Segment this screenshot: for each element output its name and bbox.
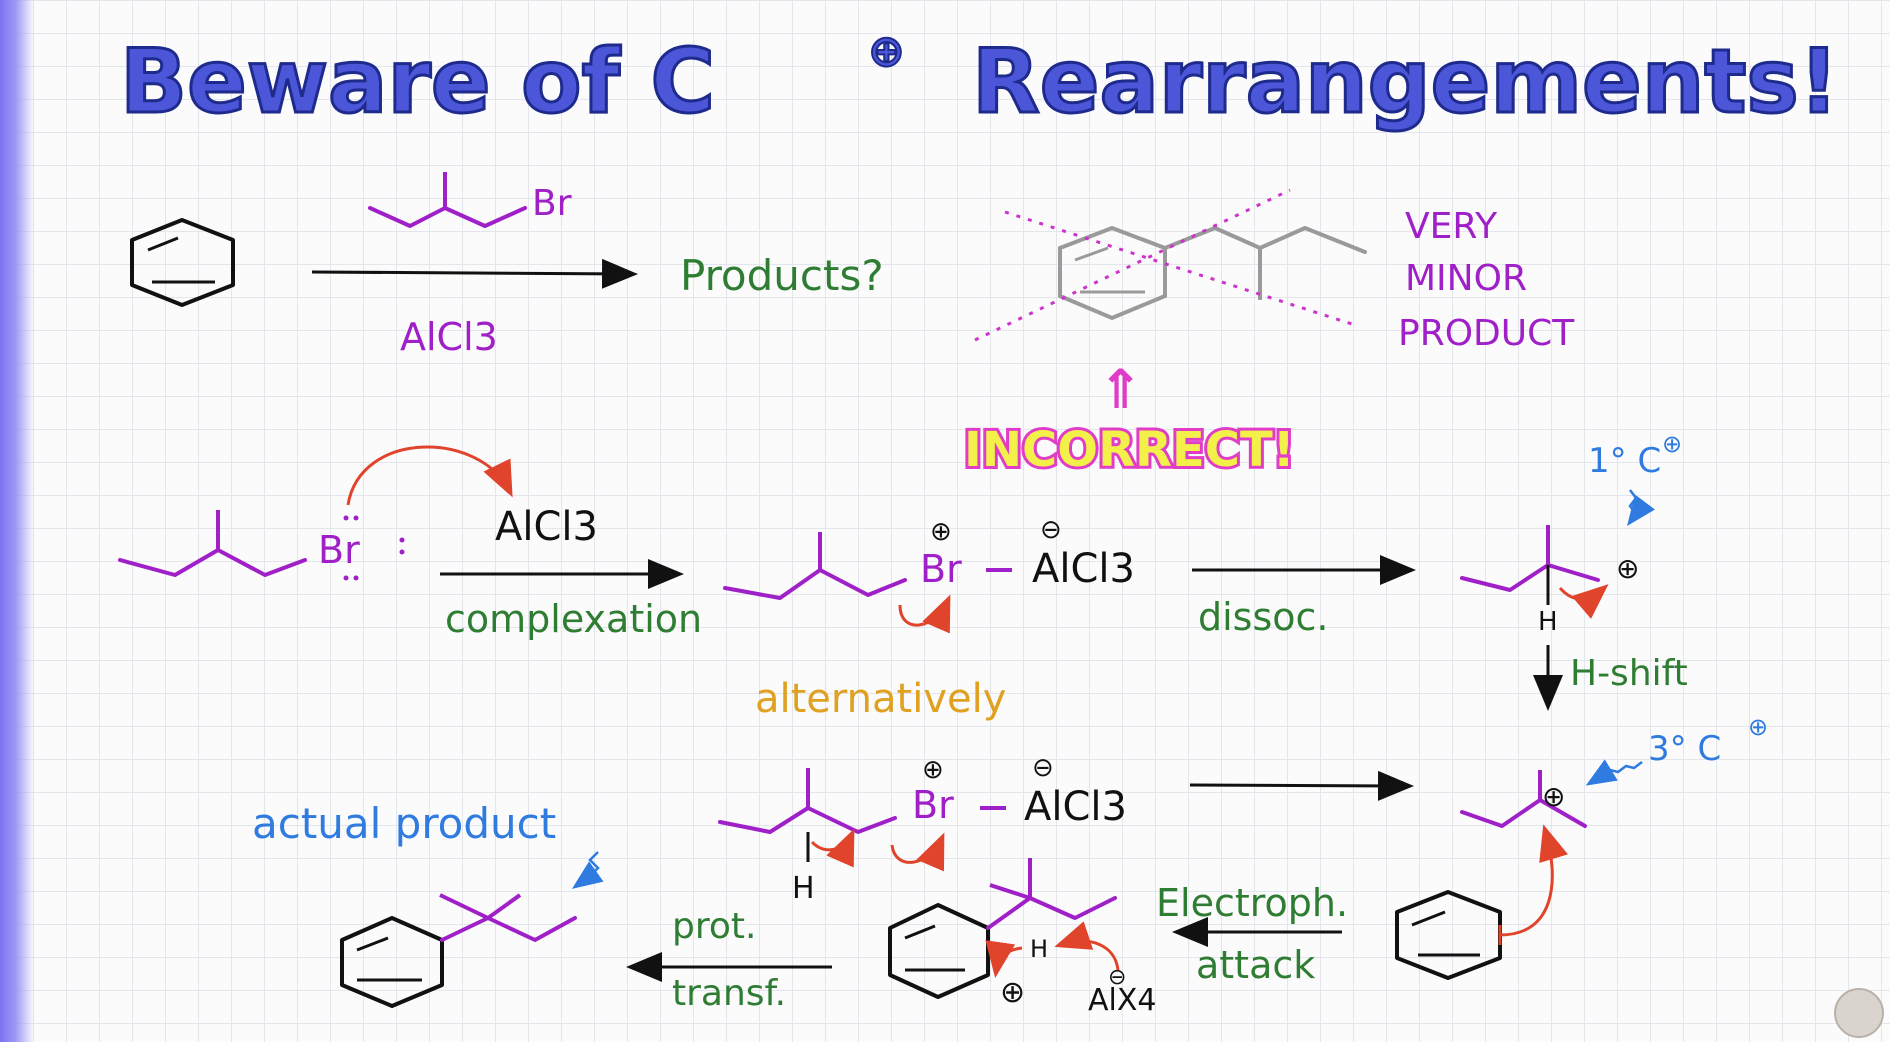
concerted-al-label: AlCl3 xyxy=(1024,784,1127,830)
complex-minus: ⊖ xyxy=(1040,515,1062,545)
tertiary-carbocation-charge: ⊕ xyxy=(1748,713,1768,741)
primary-plus: ⊕ xyxy=(1616,552,1639,585)
presenter-avatar xyxy=(1834,988,1884,1038)
benzene-reactant xyxy=(130,218,235,307)
prot-line2: transf. xyxy=(672,973,786,1014)
lewis-complex: Br ⊕ AlCl3 ⊖ xyxy=(723,515,1135,634)
title-part2: Rearrangements! xyxy=(972,30,1839,133)
concerted-minus: ⊖ xyxy=(1032,753,1054,783)
complexation-label: complexation xyxy=(445,597,702,641)
primary-carbocation: H ⊕ 1° C ⊕ xyxy=(1460,430,1682,637)
actual-product-molecule xyxy=(340,893,577,1008)
electroph-line1: Electroph. xyxy=(1156,881,1348,925)
tertiary-plus: ⊕ xyxy=(1542,780,1565,813)
start-br-label: Br xyxy=(318,528,360,572)
up-arrow-icon: ⇑ xyxy=(1098,358,1143,421)
primary-h-label: H xyxy=(1538,607,1558,637)
h-shift-label: H-shift xyxy=(1570,653,1688,694)
complex-br-label: Br xyxy=(920,547,962,591)
very-minor-product-note: VERY MINOR PRODUCT xyxy=(1398,206,1575,354)
sigma-plus: ⊕ xyxy=(1000,975,1025,1010)
sigma-complex: H ⊕ AlX4 ⊖ xyxy=(888,858,1157,1018)
title-part1: Beware of C xyxy=(120,30,715,133)
dissociation-label: dissoc. xyxy=(1198,595,1329,639)
concerted-complex: H Br ⊕ AlCl3 ⊖ xyxy=(718,753,1127,906)
page-title: Beware of C ⊕ Rearrangements! xyxy=(119,25,1841,135)
incorrect-label: INCORRECT! xyxy=(964,422,1295,478)
products-question: Products? xyxy=(680,251,884,300)
primary-carbocation-charge: ⊕ xyxy=(1662,430,1682,458)
note-line3: PRODUCT xyxy=(1398,313,1575,354)
prot-line1: prot. xyxy=(672,906,756,947)
concerted-br-label: Br xyxy=(912,783,954,827)
sigma-h-label: H xyxy=(1030,935,1048,963)
electroph-line2: attack xyxy=(1196,943,1315,987)
tertiary-carbocation-label: 3° C xyxy=(1648,729,1721,769)
reagent-br-label: Br xyxy=(532,183,572,224)
isobutyl-bromide-start: Br xyxy=(118,510,405,581)
concerted-arrow xyxy=(1189,770,1414,801)
actual-product-pointer xyxy=(571,851,604,889)
title-charge: ⊕ xyxy=(868,26,905,77)
alternatively-label: alternatively xyxy=(755,676,1006,722)
alx4-label: AlX4 xyxy=(1088,983,1157,1018)
lone-pair-arrow xyxy=(346,445,513,506)
benzene-nucleophile xyxy=(1395,824,1568,980)
tertiary-carbocation: ⊕ 3° C ⊕ xyxy=(1460,713,1768,828)
alx4-minus: ⊖ xyxy=(1108,965,1126,990)
note-line2: MINOR xyxy=(1405,258,1527,299)
crossed-out-product xyxy=(974,188,1367,342)
complex-al-label: AlCl3 xyxy=(1032,546,1135,592)
complex-plus: ⊕ xyxy=(930,517,952,547)
actual-product-label: actual product xyxy=(252,799,556,848)
reaction1-arrow xyxy=(311,258,638,289)
isobutyl-bromide-reagent: Br xyxy=(368,172,572,228)
step1-reagent-label: AlCl3 xyxy=(495,504,598,550)
note-line1: VERY xyxy=(1405,206,1498,247)
concerted-h-label: H xyxy=(792,871,815,906)
left-page-edge xyxy=(0,0,34,1042)
reaction1-catalyst-label: AlCl3 xyxy=(400,315,498,359)
primary-carbocation-label: 1° C xyxy=(1588,441,1661,481)
concerted-plus: ⊕ xyxy=(922,755,944,785)
